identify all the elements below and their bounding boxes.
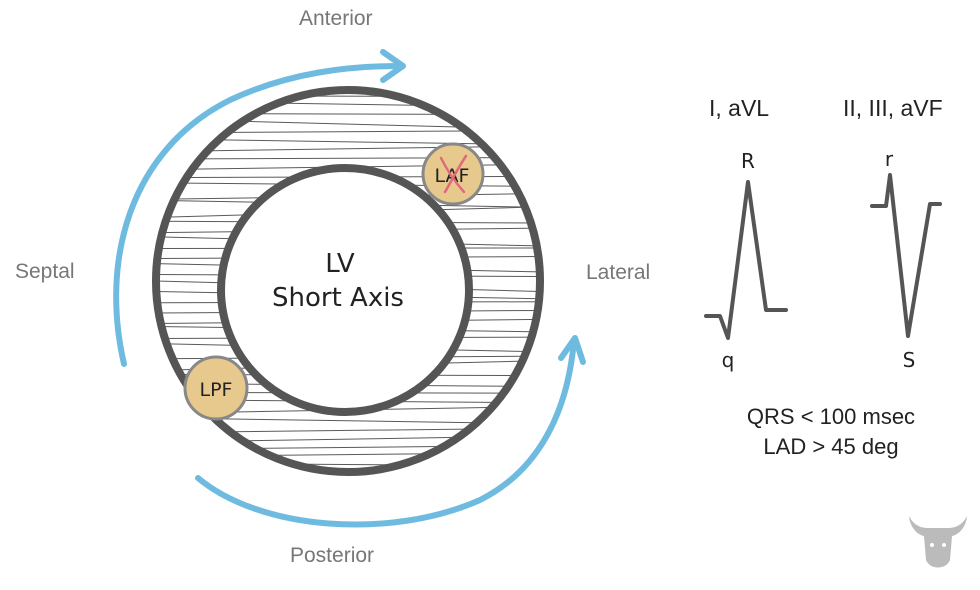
hatch-line: [156, 95, 541, 97]
lateral-lead-waveform: R q: [704, 149, 788, 372]
hatch-line: [156, 325, 541, 333]
hatch-line: [156, 444, 541, 450]
lpf-label: LPF: [200, 379, 233, 401]
posterior-label: Posterior: [290, 544, 375, 567]
hatch-line: [156, 435, 541, 443]
rotation-arrow-top: [113, 49, 406, 367]
hatch-line: [156, 130, 541, 134]
hatch-line: [156, 452, 541, 458]
hatch-line: [156, 462, 541, 467]
hatch-line: [156, 182, 541, 188]
hatch-line: [156, 156, 541, 160]
lv-label: LV: [325, 249, 355, 279]
lateral-leads-title: I, aVL: [709, 95, 770, 121]
laf-fascicle: LAF: [421, 142, 485, 206]
bull-head-icon: [909, 516, 967, 568]
inner-ventricle-wall: [217, 164, 473, 416]
anterior-label: Anterior: [299, 7, 373, 30]
small-r-wave-label: r: [885, 147, 894, 171]
lpf-fascicle: LPF: [183, 355, 249, 421]
hatch-line: [156, 100, 541, 108]
hatch-line: [156, 227, 541, 234]
septal-label: Septal: [15, 260, 75, 283]
outer-ventricle-wall: [152, 86, 544, 476]
lateral-label: Lateral: [586, 261, 651, 284]
lad-criterion: LAD > 45 deg: [763, 434, 899, 459]
s-wave-label: S: [903, 348, 916, 372]
laf-cross-mark: [439, 154, 468, 194]
hatch-line: [156, 336, 541, 340]
hatch-line: [156, 236, 541, 247]
hatch-line: [156, 427, 541, 434]
inferior-lead-waveform: r S: [870, 147, 942, 372]
qrs-criterion: QRS < 100 msec: [746, 404, 916, 429]
hatch-line: [156, 342, 541, 353]
rotation-arrow-bottom: [195, 335, 586, 528]
hatch-line: [156, 199, 541, 208]
hatch-line: [156, 118, 541, 130]
short-axis-label: Short Axis: [272, 283, 404, 313]
hatch-line: [156, 220, 541, 224]
q-wave-label: q: [722, 348, 735, 372]
hatch-line: [156, 318, 541, 325]
hatch-line: [156, 206, 541, 219]
inferior-leads-title: II, III, aVF: [843, 95, 943, 121]
r-wave-label: R: [741, 149, 755, 173]
hatch-line: [156, 175, 541, 179]
hatch-line: [156, 192, 541, 200]
